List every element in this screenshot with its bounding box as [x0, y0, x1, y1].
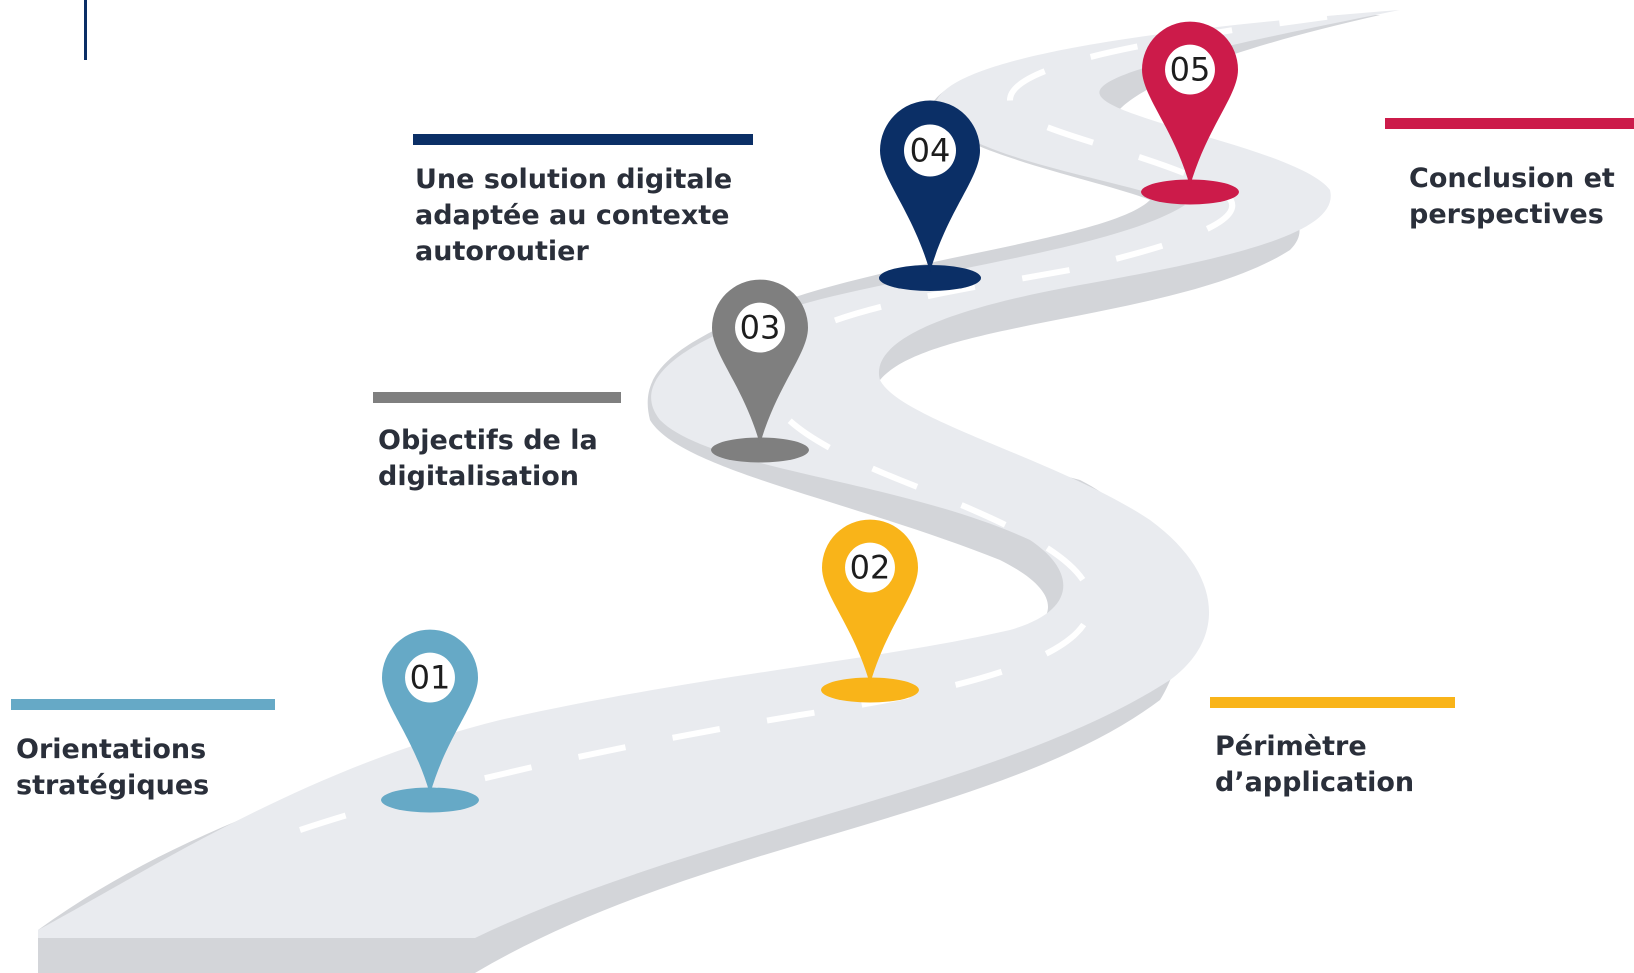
pin-base-shadow: [381, 787, 479, 813]
step-number: 04: [910, 132, 951, 170]
step-number: 05: [1170, 51, 1211, 89]
label-line: Objectifs de la: [378, 425, 598, 456]
pin-center: [735, 302, 785, 353]
label-line: Périmètre: [1215, 731, 1367, 762]
pin-base-shadow: [1141, 179, 1239, 205]
label-line: autoroutier: [415, 236, 589, 267]
step-04-bar: [413, 134, 753, 145]
step-03-label: Objectifs de la digitalisation: [378, 423, 598, 495]
step-number: 03: [740, 309, 781, 347]
pin-center: [904, 124, 956, 177]
step-number: 01: [410, 659, 451, 697]
label-line: Une solution digitale: [415, 164, 733, 195]
step-04-pin: 04: [879, 100, 981, 291]
road-surface: [38, 10, 1400, 938]
step-01-pin: 01: [381, 629, 479, 813]
step-05-label: Conclusion et perspectives: [1409, 161, 1615, 233]
step-number: 02: [850, 549, 891, 587]
pin-center: [1165, 44, 1215, 95]
pin-base-shadow: [821, 677, 919, 703]
label-line: Conclusion et: [1409, 163, 1615, 194]
label-line: digitalisation: [378, 461, 580, 492]
top-accent-line: [84, 0, 87, 60]
step-05-bar: [1385, 118, 1634, 129]
pin-base-shadow: [711, 437, 809, 463]
step-05-pin: 05: [1141, 21, 1239, 205]
label-line: d’application: [1215, 767, 1415, 798]
step-03-bar: [373, 392, 621, 403]
label-line: adaptée au contexte: [415, 200, 730, 231]
step-02-label: Périmètre d’application: [1215, 729, 1414, 801]
step-04-label: Une solution digitale adaptée au contexte…: [415, 162, 732, 270]
location-pins: 01 02 03 04 05: [381, 21, 1239, 813]
pin-base-shadow: [879, 265, 981, 291]
label-line: perspectives: [1409, 199, 1604, 230]
pin-center: [845, 542, 895, 593]
step-02-bar: [1210, 697, 1455, 708]
pin-center: [405, 652, 455, 703]
step-01-label: Orientations stratégiques: [16, 732, 209, 804]
step-02-pin: 02: [821, 519, 919, 703]
step-01-bar: [11, 699, 275, 710]
label-line: Orientations: [16, 734, 207, 765]
label-line: stratégiques: [16, 770, 210, 801]
step-03-pin: 03: [711, 279, 809, 463]
